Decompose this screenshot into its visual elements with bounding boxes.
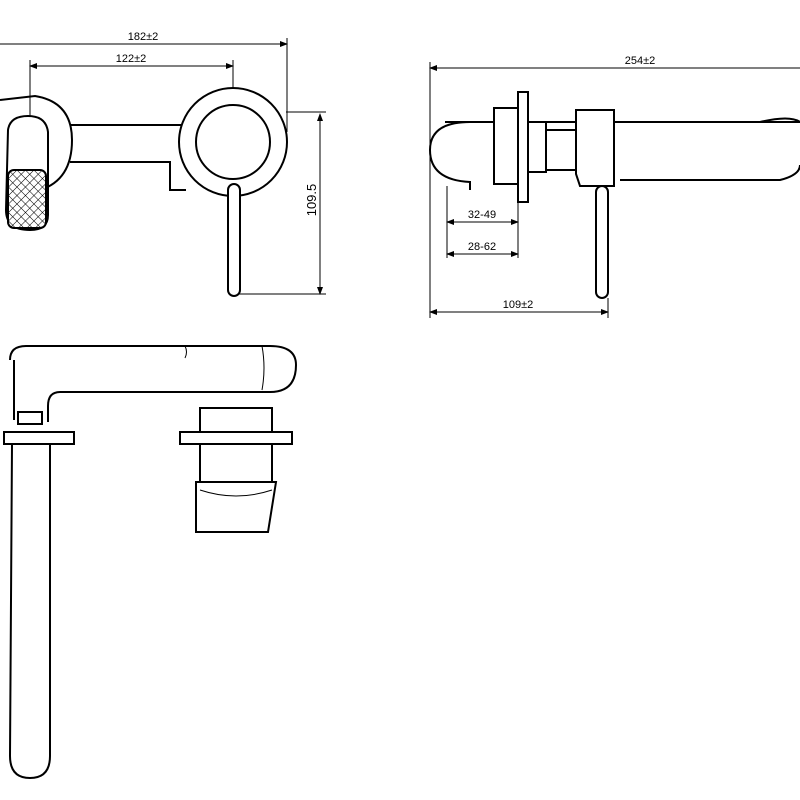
spout-seam-lines xyxy=(184,345,265,391)
spout-backplate xyxy=(0,94,74,191)
dim-range-b-label: 28-62 xyxy=(468,241,496,253)
spout-body xyxy=(8,443,51,780)
top-view xyxy=(3,345,298,780)
spout-clip xyxy=(17,411,43,425)
valve-top-cap xyxy=(199,407,273,433)
valve-cartridge-curve xyxy=(199,489,273,497)
dim-depth-label: 109±2 xyxy=(503,299,534,311)
dim-centers-label: 122±2 xyxy=(116,53,147,65)
side-view: 254±2 32-49 28-62 109±2 xyxy=(428,55,800,318)
dim-overall-width-label: 182±2 xyxy=(128,31,159,43)
mounting-bar xyxy=(70,124,190,191)
mixer-head xyxy=(575,109,615,187)
wall-flange xyxy=(517,91,529,203)
spout-pipe-bottom xyxy=(620,164,800,181)
side-lever xyxy=(595,185,609,299)
valve-spindle xyxy=(527,121,547,173)
aerator-icon xyxy=(7,169,47,229)
valve-cartridge xyxy=(195,481,278,533)
dim-spout-length-label: 254±2 xyxy=(625,55,656,67)
spout-flange xyxy=(3,431,75,445)
valve-sleeve xyxy=(199,443,273,483)
dim-height-label: 109.5 xyxy=(304,184,319,217)
dim-range-a-label: 32-49 xyxy=(468,209,496,221)
spout-curve xyxy=(759,117,800,123)
spout-top-outline xyxy=(9,345,298,422)
spout-wall-end xyxy=(428,121,471,190)
front-view: 182±2 122±2 109.5 xyxy=(0,31,326,297)
valve-cover xyxy=(545,129,577,171)
mixer-lever xyxy=(227,183,241,297)
valve-body xyxy=(493,107,519,185)
valve-flange xyxy=(179,431,293,445)
mixer-body xyxy=(195,104,271,180)
